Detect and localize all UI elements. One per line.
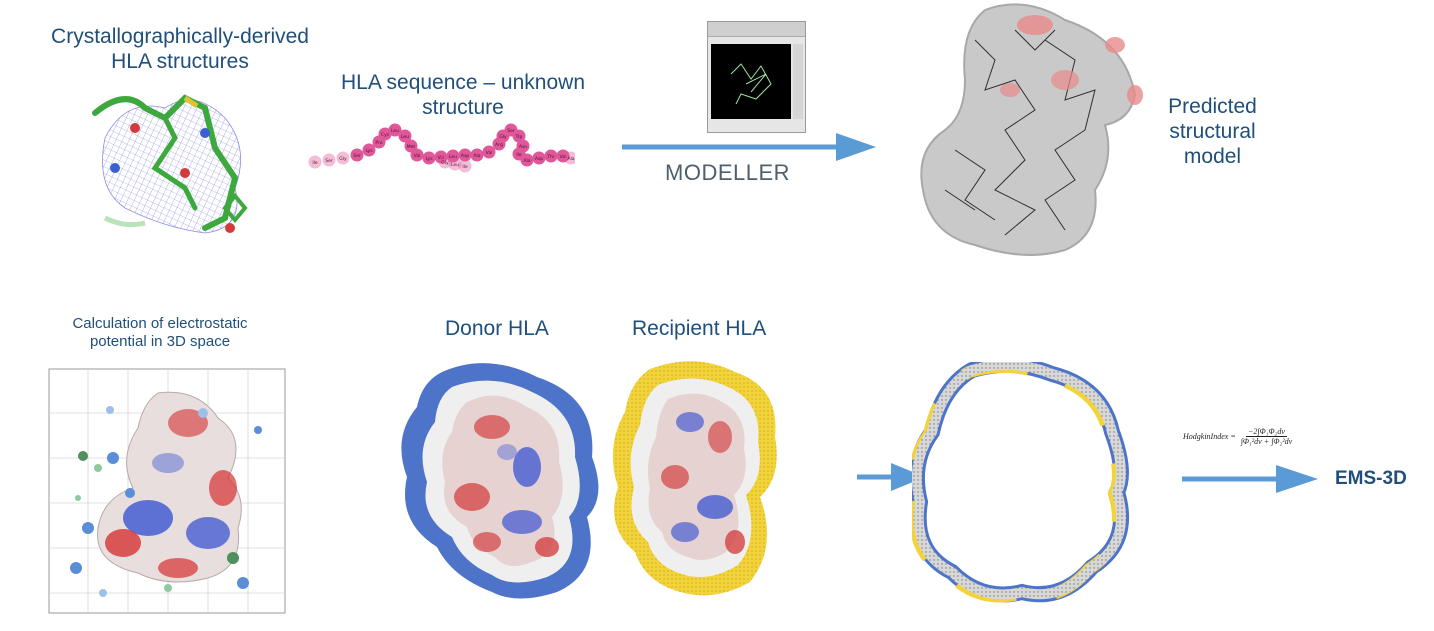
residue-bead xyxy=(556,149,570,163)
residue-bead xyxy=(458,148,472,162)
residue-bead xyxy=(378,127,392,141)
residue-label: Thr xyxy=(546,154,555,160)
residue-label: Val xyxy=(486,150,493,156)
residue-bead xyxy=(458,159,472,173)
residue-label: Trp xyxy=(515,134,523,140)
residue-label: Asp xyxy=(535,156,543,162)
residue-bead xyxy=(446,149,460,163)
residue-label: Lys xyxy=(365,148,373,154)
residue-bead xyxy=(362,143,376,157)
recipient-surface-image xyxy=(610,357,780,602)
modeller-viewport xyxy=(711,44,791,119)
donor-label: Donor HLA xyxy=(445,317,549,340)
recipient-label: Recipient HLA xyxy=(632,317,767,340)
residue-label: Ile xyxy=(516,152,522,158)
residue-label: Pro xyxy=(375,140,382,146)
residue-bead xyxy=(482,145,496,159)
residue-bead xyxy=(336,151,350,165)
residue-bead xyxy=(350,148,364,162)
residue-label: Ser xyxy=(353,153,361,159)
residue-bead xyxy=(470,148,484,162)
result-arrow xyxy=(1180,465,1320,493)
electrostatic-label: Calculation of electrostatic potential i… xyxy=(72,315,248,350)
modeller-sidebar xyxy=(793,44,803,119)
residue-label: Ile xyxy=(462,164,468,170)
overlay-arrow xyxy=(855,463,927,491)
residue-bead xyxy=(512,129,526,143)
sequence-label: HLA sequence – unknown structure xyxy=(340,71,585,120)
residue-label: Leu xyxy=(449,154,457,160)
residue-bead xyxy=(388,123,402,137)
overlay-comparison-image xyxy=(912,362,1134,604)
predicted-model-label: Predicted structural model xyxy=(1168,95,1257,169)
residue-bead xyxy=(308,155,322,169)
residue-label: Lys xyxy=(425,156,433,162)
predicted-model-image xyxy=(915,0,1145,262)
modeller-label: MODELLER xyxy=(665,160,791,185)
formula-lhs: HodgkinIndex = xyxy=(1183,432,1236,441)
residue-label: Leu xyxy=(401,134,409,140)
residue-label: Val xyxy=(438,155,445,161)
residue-label: Leu xyxy=(391,128,399,134)
residue-label: Asn xyxy=(519,144,527,150)
residue-label: Ile xyxy=(312,160,318,166)
residue-label: Arg xyxy=(495,142,503,148)
residue-bead xyxy=(434,150,448,164)
residue-bead xyxy=(398,129,412,143)
electrostatic-grid-image xyxy=(48,368,286,614)
modeller-toolbar xyxy=(708,22,805,37)
residue-label: Ser xyxy=(507,128,515,134)
residue-bead xyxy=(422,151,436,165)
residue-label: Ala xyxy=(473,153,480,159)
donor-surface-image xyxy=(397,357,607,605)
modeller-window xyxy=(707,21,806,133)
residue-label: Met xyxy=(407,144,416,150)
residue-label: Gly xyxy=(339,156,347,162)
residue-bead xyxy=(544,149,558,163)
residue-label: Ala xyxy=(523,158,530,164)
formula-numerator: −2∫Φ₁Φ₂dv xyxy=(1245,427,1287,437)
residue-label: Cys xyxy=(381,132,390,138)
residue-bead xyxy=(564,151,575,165)
residue-bead xyxy=(532,151,546,165)
residue-bead xyxy=(410,148,424,162)
hodgkin-formula: HodgkinIndex = −2∫Φ₁Φ₂dv ∫Φ₁²dv + ∫Φ₂²dv xyxy=(1183,427,1294,446)
residue-bead xyxy=(520,153,534,167)
residue-label: Ser xyxy=(325,158,333,164)
crystal-structures-label: Crystallographically-derived HLA structu… xyxy=(51,25,309,74)
residue-label: Gly xyxy=(441,160,449,166)
modeller-arrow xyxy=(620,133,878,161)
residue-bead xyxy=(322,153,336,167)
crystal-structure-image xyxy=(85,78,265,238)
residue-label: Leu xyxy=(451,162,459,168)
residue-bead xyxy=(448,157,462,171)
residue-label: Val xyxy=(414,153,421,159)
residue-label: Asp xyxy=(461,153,469,159)
residue-label: Val xyxy=(560,154,567,160)
ems3d-label: EMS-3D xyxy=(1335,468,1407,489)
residue-bead xyxy=(438,155,452,169)
residue-label: Gly xyxy=(499,134,507,140)
formula-denominator: ∫Φ₁²dv + ∫Φ₂²dv xyxy=(1240,437,1293,446)
residue-label: Ala xyxy=(567,156,574,162)
